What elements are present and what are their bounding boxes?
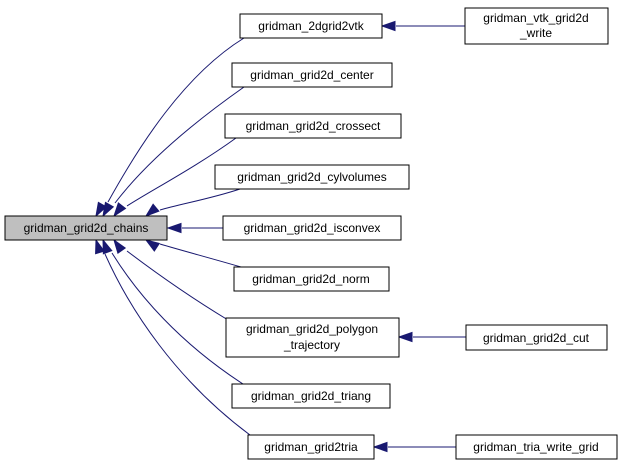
node-2dgrid2vtk-label: gridman_2dgrid2vtk <box>258 19 364 33</box>
edge-arrowhead <box>372 441 388 453</box>
edge-line <box>114 86 245 204</box>
node-grid2d-cut-box <box>465 324 608 351</box>
edge-cylvolumes-to-chains <box>144 188 241 217</box>
edge-arrowhead <box>113 202 127 218</box>
node-grid2d-cylvolumes-label: gridman_grid2d_cylvolumes <box>237 170 386 184</box>
edge-arrowhead <box>397 331 413 343</box>
node-grid2d-cut[interactable]: gridman_grid2d_cut <box>465 324 608 351</box>
edge-arrowhead <box>95 201 108 218</box>
node-2dgrid2vtk[interactable]: gridman_2dgrid2vtk <box>239 13 383 39</box>
edge-crossect-to-chains <box>113 137 237 218</box>
edge-vtk_write-to-2dgrid2vtk <box>380 20 465 32</box>
edge-arrowhead <box>113 238 127 255</box>
node-2dgrid2vtk-box <box>239 13 383 39</box>
node-vtk-grid2d-write[interactable]: gridman_vtk_grid2d _write <box>464 7 609 45</box>
node-vtk-grid2d-write-box <box>464 7 609 45</box>
node-grid2d-polygon-trajectory-label-line1: gridman_grid2d_polygon <box>246 322 378 336</box>
edge-triang-to-chains <box>102 238 244 385</box>
node-grid2d-triang[interactable]: gridman_grid2d_triang <box>231 383 391 409</box>
edge-line <box>126 250 229 321</box>
node-grid2d-center-box <box>231 62 393 88</box>
node-grid2d-triang-label: gridman_grid2d_triang <box>251 389 371 403</box>
edge-center-to-chains <box>102 86 245 218</box>
edge-tria_write-to-grid2tria <box>372 441 456 453</box>
node-grid2d-center-label: gridman_grid2d_center <box>250 68 373 82</box>
node-tria-write-grid-label: gridman_tria_write_grid <box>473 440 598 454</box>
node-grid2d-cylvolumes-box <box>214 164 410 190</box>
node-vtk-grid2d-write-label-line2: _write <box>519 26 552 40</box>
edge-arrowhead <box>102 238 113 255</box>
node-grid2d-polygon-trajectory-box <box>225 317 400 358</box>
node-grid2d-polygon-trajectory-label-line2: _trajectory <box>283 338 340 352</box>
edge-arrowhead <box>380 20 396 32</box>
edge-polygon-to-chains <box>113 238 229 321</box>
node-grid2d-triang-box <box>231 383 391 409</box>
node-grid2d-chains[interactable]: gridman_grid2d_chains <box>4 215 168 241</box>
node-grid2d-isconvex-label: gridman_grid2d_isconvex <box>244 221 381 235</box>
node-grid2d-center[interactable]: gridman_grid2d_center <box>231 62 393 88</box>
edge-arrowhead <box>144 203 160 217</box>
edges <box>95 20 466 453</box>
node-tria-write-grid[interactable]: gridman_tria_write_grid <box>455 434 618 460</box>
edge-arrowhead <box>102 201 115 218</box>
node-grid2tria-label: gridman_grid2tria <box>264 440 358 454</box>
node-grid2d-cylvolumes[interactable]: gridman_grid2d_cylvolumes <box>214 164 410 190</box>
edge-arrowhead <box>166 222 182 234</box>
node-grid2d-cut-label: gridman_grid2d_cut <box>483 331 590 345</box>
node-grid2d-norm-box <box>233 266 390 292</box>
edge-line <box>159 243 242 268</box>
node-grid2d-isconvex-box <box>222 215 402 241</box>
node-grid2d-norm-label: gridman_grid2d_norm <box>252 272 369 286</box>
node-grid2d-crossect[interactable]: gridman_grid2d_crossect <box>224 113 402 139</box>
node-grid2d-crossect-label: gridman_grid2d_crossect <box>246 119 381 133</box>
node-grid2tria-box <box>247 434 375 460</box>
node-grid2d-crossect-box <box>224 113 402 139</box>
node-grid2tria[interactable]: gridman_grid2tria <box>247 434 375 460</box>
node-grid2d-chains-box <box>4 215 168 241</box>
node-grid2d-isconvex[interactable]: gridman_grid2d_isconvex <box>222 215 402 241</box>
node-grid2d-polygon-trajectory[interactable]: gridman_grid2d_polygon _trajectory <box>225 317 400 358</box>
edge-cut-to-polygon <box>397 331 466 343</box>
edge-line <box>159 188 241 211</box>
edge-grid2tria-to-chains <box>95 238 251 436</box>
edge-line <box>126 137 237 207</box>
edge-line <box>104 253 251 436</box>
node-grid2d-norm[interactable]: gridman_grid2d_norm <box>233 266 390 292</box>
edge-2dgrid2vtk-to-chains <box>95 37 245 218</box>
edge-arrowhead <box>144 239 161 252</box>
node-tria-write-grid-box <box>455 434 618 460</box>
edge-line <box>111 252 244 385</box>
edge-norm-to-chains <box>144 239 242 268</box>
edge-line <box>107 37 245 203</box>
edge-isconvex-to-chains <box>166 222 223 234</box>
node-grid2d-chains-label: gridman_grid2d_chains <box>24 221 149 235</box>
node-vtk-grid2d-write-label-line1: gridman_vtk_grid2d <box>483 11 588 25</box>
edge-arrowhead <box>95 238 105 255</box>
